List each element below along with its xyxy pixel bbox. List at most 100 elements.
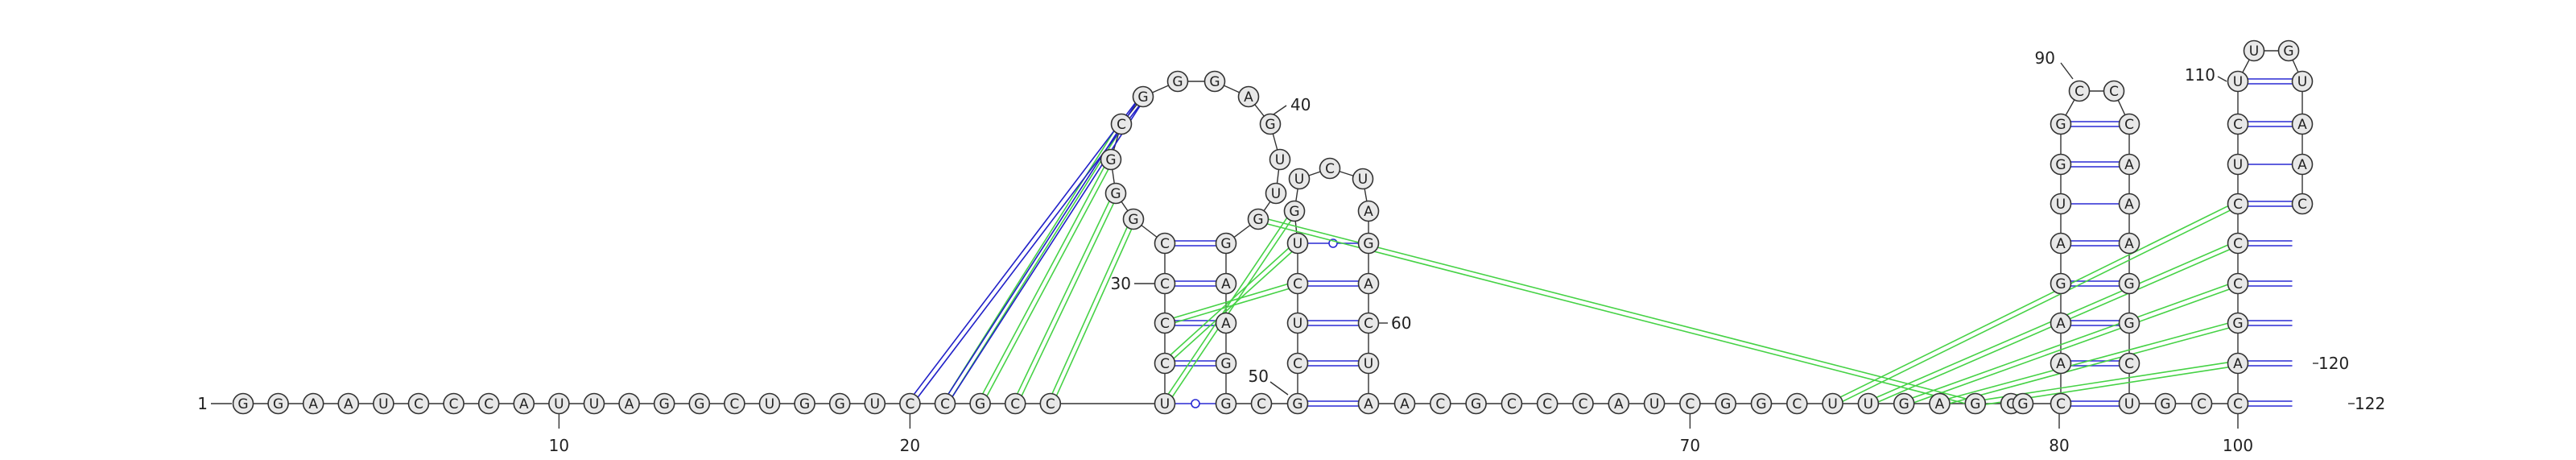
position-label-50: 50: [1249, 367, 1269, 386]
nucleotide-circle: [2291, 113, 2314, 135]
nucleotide-circle: [1286, 392, 1309, 415]
nucleotide-circle: [1154, 352, 1176, 375]
pseudoknot-link-blue: [946, 97, 1146, 406]
nucleotide-letter: A: [1400, 396, 1410, 412]
nucleotide-109: C: [2227, 113, 2249, 135]
nucleotide-circle: [1929, 392, 1951, 415]
nucleotide-letter: A: [2056, 316, 2066, 332]
nucleotide-letter: U: [554, 396, 564, 412]
nucleotide-102: C: [2227, 392, 2249, 415]
nucleotide-letter: G: [1105, 152, 1116, 168]
nucleotide-23: C: [1004, 392, 1026, 415]
nucleotide-21: C: [934, 392, 956, 415]
nucleotide-54: U: [1288, 168, 1311, 190]
nucleotide-circle: [1430, 392, 1451, 415]
pseudoknot-link: [1017, 193, 1119, 405]
nucleotide-12: A: [618, 392, 640, 415]
nucleotide-letter: U: [1160, 396, 1170, 412]
nucleotide-73: G: [1750, 392, 1773, 415]
nucleotide-28: C: [1154, 272, 1176, 295]
nucleotide-circle: [1104, 182, 1127, 205]
pseudoknot-link: [981, 160, 1114, 405]
nucleotide-circle: [1643, 392, 1666, 415]
nucleotide-116: C: [2291, 193, 2314, 215]
nucleotide-88: G: [2050, 153, 2072, 176]
nucleotide-34: G: [1132, 85, 1154, 108]
nucleotide-105: C: [2227, 272, 2249, 295]
nucleotide-42: G: [1215, 232, 1237, 255]
position-label-end: 122: [2355, 394, 2385, 413]
position-label-80: 80: [2049, 436, 2069, 455]
nucleotide-letter: G: [2160, 396, 2170, 412]
nucleotide-letter: A: [2124, 197, 2134, 213]
nucleotide-14: G: [688, 392, 711, 415]
nucleotide-circle: [1357, 352, 1380, 375]
nucleotide-circle: [1215, 312, 1237, 334]
nucleotide-circle: [618, 392, 640, 415]
nucleotide-27: C: [1154, 312, 1176, 334]
nucleotide-32: G: [1100, 148, 1122, 171]
nucleotide-26: C: [1154, 352, 1176, 375]
position-label-40: 40: [1290, 95, 1311, 114]
nucleotide-72: G: [1715, 392, 1736, 415]
nucleotide-letter: G: [1110, 186, 1121, 202]
nucleotide-circle: [794, 392, 815, 415]
position-label-start: 1: [197, 394, 208, 413]
nucleotide-5: U: [373, 392, 394, 415]
nucleotide-letter: U: [1364, 356, 1373, 372]
nucleotide-circle: [1750, 392, 1773, 415]
nucleotide-letter: A: [2056, 236, 2066, 252]
nucleotide-letter: C: [1293, 276, 1302, 292]
nucleotide-circle: [2118, 232, 2140, 255]
nucleotide-letter: C: [1579, 396, 1588, 412]
nucleotide-circle: [1154, 272, 1176, 295]
nucleotide-circle: [1357, 272, 1380, 295]
nucleotide-circle: [688, 392, 711, 415]
nucleotide-letter: G: [1720, 396, 1731, 412]
pseudoknot-link: [1940, 325, 2239, 407]
nucleotide-85: G: [2050, 272, 2072, 295]
nucleotide-circle: [1283, 200, 1306, 222]
nucleotide-circle: [2118, 193, 2140, 215]
nucleotide-43: A: [1215, 272, 1237, 295]
nucleotide-111: U: [2243, 39, 2265, 62]
nucleotide-20: C: [899, 392, 921, 415]
nucleotide-22: G: [969, 392, 991, 415]
nucleotide-circle: [1319, 157, 1341, 180]
nucleotide-letter: G: [1363, 236, 1373, 252]
nucleotide-82: C: [2050, 392, 2072, 415]
nucleotide-circle: [1110, 113, 1133, 135]
nucleotide-circle: [1259, 113, 1282, 135]
nucleotide-letter: G: [1471, 396, 1481, 412]
nucleotide-circle: [2227, 232, 2249, 255]
nucleotide-53: G: [1283, 200, 1306, 222]
nucleotide-51: C: [1286, 272, 1309, 295]
nucleotide-circle: [407, 392, 430, 415]
nucleotide-35: G: [1166, 70, 1189, 93]
nucleotide-letter: G: [835, 396, 845, 412]
nucleotide-circle: [2291, 193, 2314, 215]
nucleotide-circle: [1352, 168, 1374, 190]
nucleotide-circle: [1893, 392, 1915, 415]
nucleotide-circle: [2227, 193, 2249, 215]
nucleotide-circle: [2227, 113, 2249, 135]
nucleotide-circle: [302, 392, 324, 415]
nucleotide-circle: [2118, 392, 2140, 415]
nucleotide-letter: U: [1275, 152, 1285, 168]
nucleotide-letter: A: [1244, 89, 1253, 106]
nucleotide-31: G: [1104, 182, 1127, 205]
pseudoknot-link: [1012, 192, 1115, 404]
nucleotide-letter: C: [1160, 356, 1170, 372]
nucleotide-letter: C: [1117, 117, 1126, 133]
nucleotide-letter: U: [1864, 396, 1873, 412]
nucleotide-letter: G: [1137, 89, 1148, 106]
nucleotide-circle: [232, 392, 254, 415]
nucleotide-circle: [2118, 312, 2140, 334]
backbone-layer: [243, 50, 2303, 404]
nucleotide-letter: U: [765, 396, 774, 412]
nucleotide-circle: [2154, 392, 2177, 415]
nucleotide-15: C: [724, 392, 745, 415]
nucleotide-103: A: [2227, 352, 2249, 375]
nucleotide-62: A: [1357, 392, 1380, 415]
nucleotide-letter: U: [1827, 396, 1837, 412]
